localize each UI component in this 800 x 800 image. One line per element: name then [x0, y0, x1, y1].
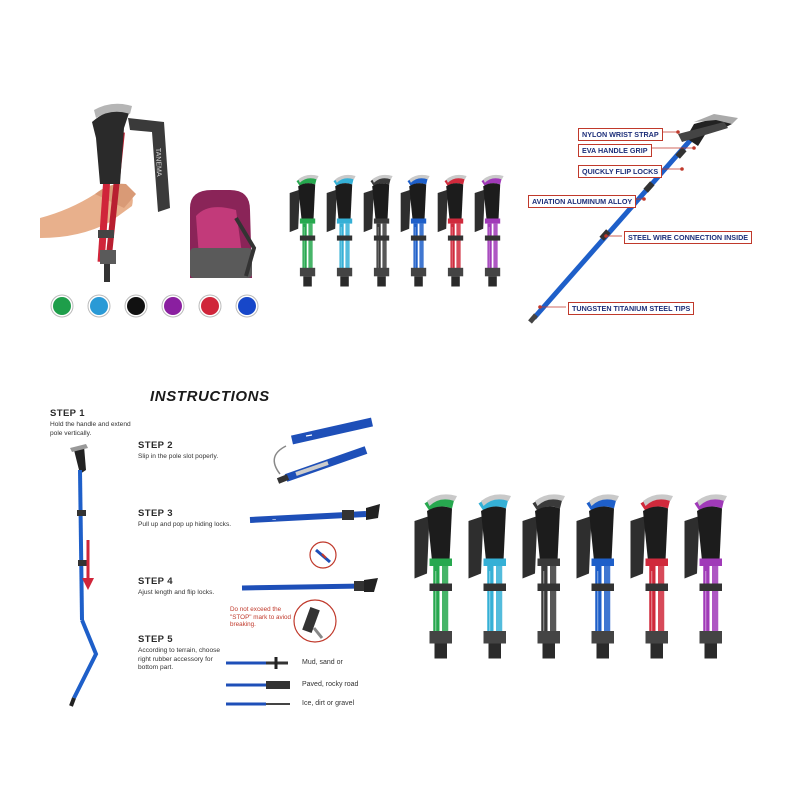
folded-pole	[400, 174, 430, 287]
hand-holding-pole-photo: TANEMA	[40, 103, 257, 282]
instructions-title: INSTRUCTIONS	[150, 388, 270, 405]
step4-pole-illustration	[241, 578, 378, 592]
tip-label-paved: Paved, rocky road	[302, 681, 359, 688]
step5-heading: STEP 5	[138, 634, 173, 645]
folded-pole	[468, 494, 511, 659]
step5-tip-paved	[226, 681, 290, 689]
step1-text: Hold the handle and extend pole vertical…	[50, 421, 131, 437]
step5-tip-ice	[226, 702, 290, 706]
svg-text:~: ~	[272, 517, 276, 524]
tip-label-mud: Mud, sand or	[302, 659, 343, 666]
folded-pole	[289, 174, 319, 287]
color-swatch	[238, 297, 256, 315]
color-swatches	[48, 294, 270, 320]
color-swatch	[53, 297, 71, 315]
color-swatch	[201, 297, 219, 315]
folded-pole	[522, 494, 565, 659]
stop-mark-warning: Do not exceed the "STOP" mark to aviod b…	[230, 606, 292, 628]
color-swatch	[90, 297, 108, 315]
folded-pole	[684, 494, 727, 659]
callout-steel-wire-connection: STEEL WIRE CONNECTION INSIDE	[624, 231, 753, 244]
step3-lock-detail	[309, 541, 337, 569]
step1-extended-pole	[69, 444, 99, 707]
step3-pole-illustration: ~	[249, 504, 380, 524]
callout-aviation-aluminum-alloy: AVIATION ALUMINUM ALLOY	[528, 195, 637, 208]
folded-pole	[437, 174, 467, 287]
callout-quickly-flip-locks: QUICKLY FLIP LOCKS	[578, 165, 663, 178]
strap-brand-text: TANEMA	[154, 148, 162, 177]
instructions-panel: INSTRUCTIONS STEP 1 Hold the handle and …	[40, 380, 392, 710]
folded-pole	[414, 494, 457, 659]
step1-heading: STEP 1	[50, 408, 85, 419]
poles-lineup-top	[289, 174, 504, 287]
step2-heading: STEP 2	[138, 440, 173, 451]
folded-pole	[474, 174, 504, 287]
extended-pole-illustration	[528, 114, 738, 324]
step2-text: Slip in the pole slot poperly.	[138, 453, 219, 460]
step4-stop-detail	[293, 599, 337, 643]
folded-pole	[363, 174, 393, 287]
folded-pole	[576, 494, 619, 659]
callout-tungsten-tips: TUNGSTEN TITANIUM STEEL TIPS	[568, 302, 695, 315]
poles-lineup-panel-top	[278, 158, 510, 288]
step4-text: Ajust length and flip locks.	[138, 589, 215, 596]
poles-lineup-bottom	[414, 494, 727, 659]
folded-pole	[630, 494, 673, 659]
step3-heading: STEP 3	[138, 508, 173, 519]
step5-tip-mud	[226, 657, 288, 669]
swatch-row	[50, 294, 259, 318]
step5-text: According to terrain, choose right rubbe…	[138, 647, 221, 671]
tip-label-ice: Ice, dirt or gravel	[302, 700, 355, 707]
folded-pole	[326, 174, 356, 287]
color-swatch	[127, 297, 145, 315]
product-photo-panel: TANEMA	[40, 98, 270, 328]
step3-text: Pull up and pop up hiding locks.	[138, 521, 232, 528]
callout-nylon-wrist-strap: NYLON WRIST STRAP	[578, 128, 663, 141]
step4-heading: STEP 4	[138, 576, 173, 587]
step2-pole-slot-illustration	[273, 417, 373, 484]
callout-eva-handle-grip: EVA HANDLE GRIP	[578, 144, 652, 157]
color-swatch	[164, 297, 182, 315]
features-diagram-panel: NYLON WRIST STRAP EVA HANDLE GRIP QUICKL…	[518, 108, 758, 328]
poles-lineup-panel-bottom	[400, 468, 740, 668]
